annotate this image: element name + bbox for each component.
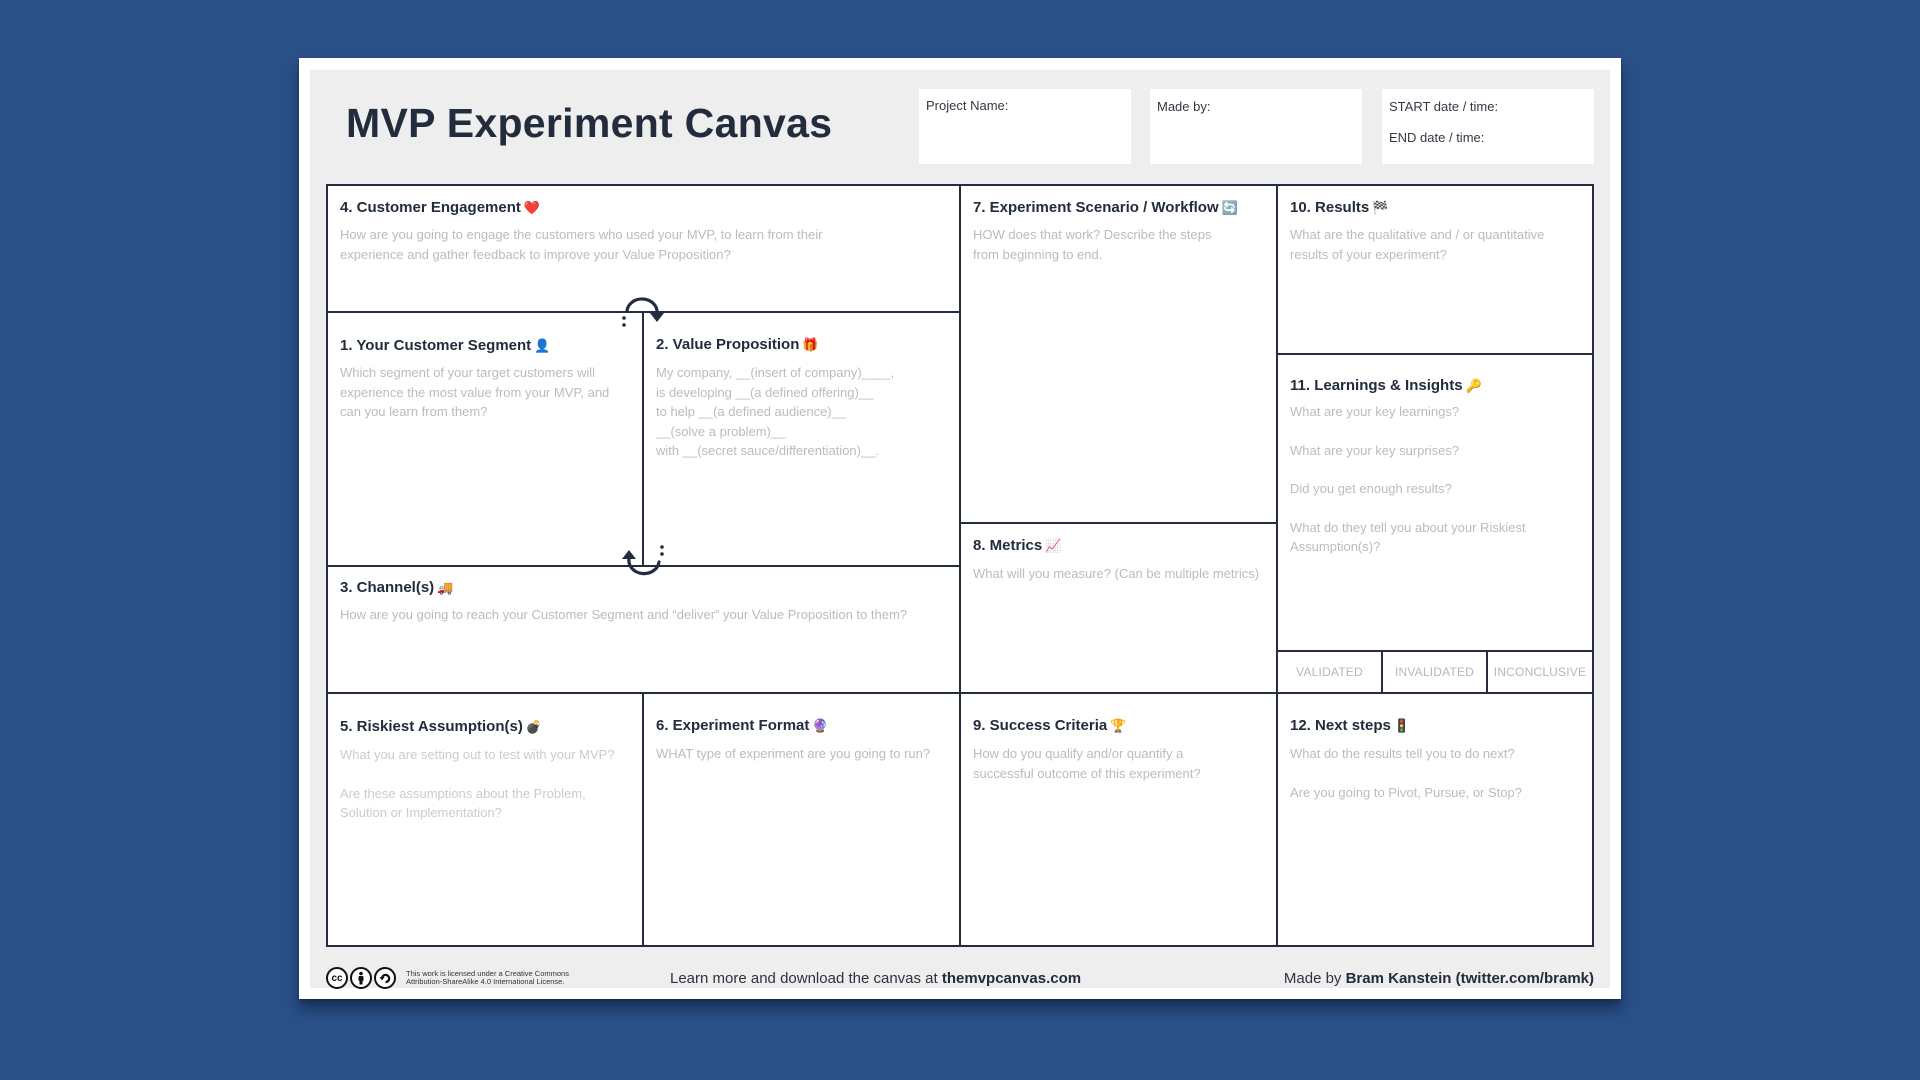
section-title: 4. Customer Engagement❤️ bbox=[340, 199, 541, 216]
start-date-label: START date / time: bbox=[1389, 99, 1499, 114]
traffic-light-icon: 🚦 bbox=[1393, 718, 1411, 733]
canvas-grid: 4. Customer Engagement❤️ How are you goi… bbox=[326, 184, 1594, 947]
section-title: 1. Your Customer Segment👤 bbox=[340, 337, 551, 354]
checkered-flag-icon: 🏁 bbox=[1372, 200, 1389, 215]
page-title: MVP Experiment Canvas bbox=[346, 100, 833, 146]
section-results[interactable]: 10. Results🏁 What are the qualitative an… bbox=[1276, 184, 1594, 355]
inconclusive-option[interactable]: INCONCLUSIVE bbox=[1486, 650, 1594, 694]
section-title: 3. Channel(s)🚚 bbox=[340, 579, 454, 596]
section-next-steps[interactable]: 12. Next steps🚦 What do the results tell… bbox=[1276, 692, 1594, 947]
section-title: 5. Riskiest Assumption(s)💣 bbox=[340, 718, 543, 735]
section-title: 6. Experiment Format🔮 bbox=[656, 717, 829, 734]
section-success-criteria[interactable]: 9. Success Criteria🏆 How do you qualify … bbox=[959, 692, 1278, 947]
project-name-label: Project Name: bbox=[926, 98, 1009, 113]
section-customer-engagement[interactable]: 4. Customer Engagement❤️ How are you goi… bbox=[326, 184, 961, 313]
section-title: 8. Metrics📈 bbox=[973, 537, 1062, 554]
section-hint: What are the qualitative and / or quanti… bbox=[1290, 227, 1545, 262]
section-title: 10. Results🏁 bbox=[1290, 199, 1389, 216]
refresh-arrows-icon: 🔄 bbox=[1221, 200, 1238, 215]
section-hint: What do the results tell you to do next?… bbox=[1290, 746, 1522, 800]
date-time-field[interactable]: START date / time: END date / time: bbox=[1382, 89, 1594, 164]
person-silhouette-icon: 👤 bbox=[534, 338, 551, 353]
loop-arrow-top-icon bbox=[622, 297, 664, 327]
project-name-field[interactable]: Project Name: bbox=[919, 89, 1131, 164]
section-title: 9. Success Criteria🏆 bbox=[973, 717, 1127, 734]
section-learnings-insights[interactable]: 11. Learnings & Insights🔑 What are your … bbox=[1276, 353, 1594, 652]
section-metrics[interactable]: 8. Metrics📈 What will you measure? (Can … bbox=[959, 522, 1278, 694]
made-by-field[interactable]: Made by: bbox=[1150, 89, 1362, 164]
bomb-icon: 💣 bbox=[525, 719, 543, 734]
section-title: 2. Value Proposition🎁 bbox=[656, 336, 819, 353]
learn-more-text: Learn more and download the canvas at th… bbox=[670, 970, 1082, 987]
section-hint: HOW does that work? Describe the steps f… bbox=[973, 227, 1212, 262]
section-hint: What are your key learnings? What are yo… bbox=[1290, 404, 1526, 554]
section-hint: WHAT type of experiment are you going to… bbox=[656, 746, 931, 761]
section-channels[interactable]: 3. Channel(s)🚚 How are you going to reac… bbox=[326, 565, 961, 694]
website-link[interactable]: themvpcanvas.com bbox=[941, 970, 1082, 987]
crystal-ball-icon: 🔮 bbox=[812, 718, 829, 733]
section-experiment-format[interactable]: 6. Experiment Format🔮 WHAT type of exper… bbox=[642, 692, 961, 947]
invalidated-option[interactable]: INVALIDATED bbox=[1381, 650, 1488, 694]
section-hint: My company, __(insert of company)____, i… bbox=[656, 365, 895, 458]
section-hint: How are you going to engage the customer… bbox=[340, 227, 823, 262]
section-hint: How are you going to reach your Customer… bbox=[340, 607, 907, 622]
chart-increasing-icon: 📈 bbox=[1045, 538, 1062, 553]
section-hint: What you are setting out to test with yo… bbox=[340, 747, 615, 820]
license-block: cc This work is licensed under a Creativ… bbox=[326, 967, 569, 989]
made-by-label: Made by: bbox=[1157, 99, 1211, 114]
delivery-truck-icon: 🚚 bbox=[437, 580, 454, 595]
share-alike-icon bbox=[374, 967, 396, 989]
license-text: This work is licensed under a Creative C… bbox=[406, 968, 569, 986]
canvas-panel: MVP Experiment Canvas Project Name: Made… bbox=[310, 70, 1610, 989]
section-title: 7. Experiment Scenario / Workflow🔄 bbox=[973, 199, 1238, 216]
section-customer-segment[interactable]: 1. Your Customer Segment👤 Which segment … bbox=[326, 311, 644, 567]
made-by-credit: Made by Bram Kanstein (twitter.com/bramk… bbox=[1283, 970, 1594, 987]
section-riskiest-assumptions[interactable]: 5. Riskiest Assumption(s)💣 What you are … bbox=[326, 692, 644, 947]
heart-icon: ❤️ bbox=[523, 200, 541, 215]
key-icon: 🔑 bbox=[1465, 378, 1482, 393]
gift-icon: 🎁 bbox=[802, 337, 819, 352]
section-title: 12. Next steps🚦 bbox=[1290, 717, 1411, 734]
section-value-proposition[interactable]: 2. Value Proposition🎁 My company, __(ins… bbox=[642, 311, 961, 567]
section-hint: How do you qualify and/or quantify a suc… bbox=[973, 746, 1201, 781]
author-link[interactable]: Bram Kanstein (twitter.com/bramk) bbox=[1345, 970, 1594, 987]
section-hint: What will you measure? (Can be multiple … bbox=[973, 566, 1260, 581]
section-experiment-scenario[interactable]: 7. Experiment Scenario / Workflow🔄 HOW d… bbox=[959, 184, 1278, 524]
section-title: 11. Learnings & Insights🔑 bbox=[1290, 377, 1482, 394]
trophy-icon: 🏆 bbox=[1110, 718, 1127, 733]
validated-option[interactable]: VALIDATED bbox=[1276, 650, 1383, 694]
creative-commons-icon: cc bbox=[326, 967, 348, 989]
attribution-person-icon bbox=[350, 967, 372, 989]
canvas-page: MVP Experiment Canvas Project Name: Made… bbox=[299, 58, 1621, 999]
section-hint: Which segment of your target customers w… bbox=[340, 365, 610, 419]
end-date-label: END date / time: bbox=[1389, 130, 1485, 145]
loop-arrow-bottom-icon bbox=[622, 545, 664, 576]
